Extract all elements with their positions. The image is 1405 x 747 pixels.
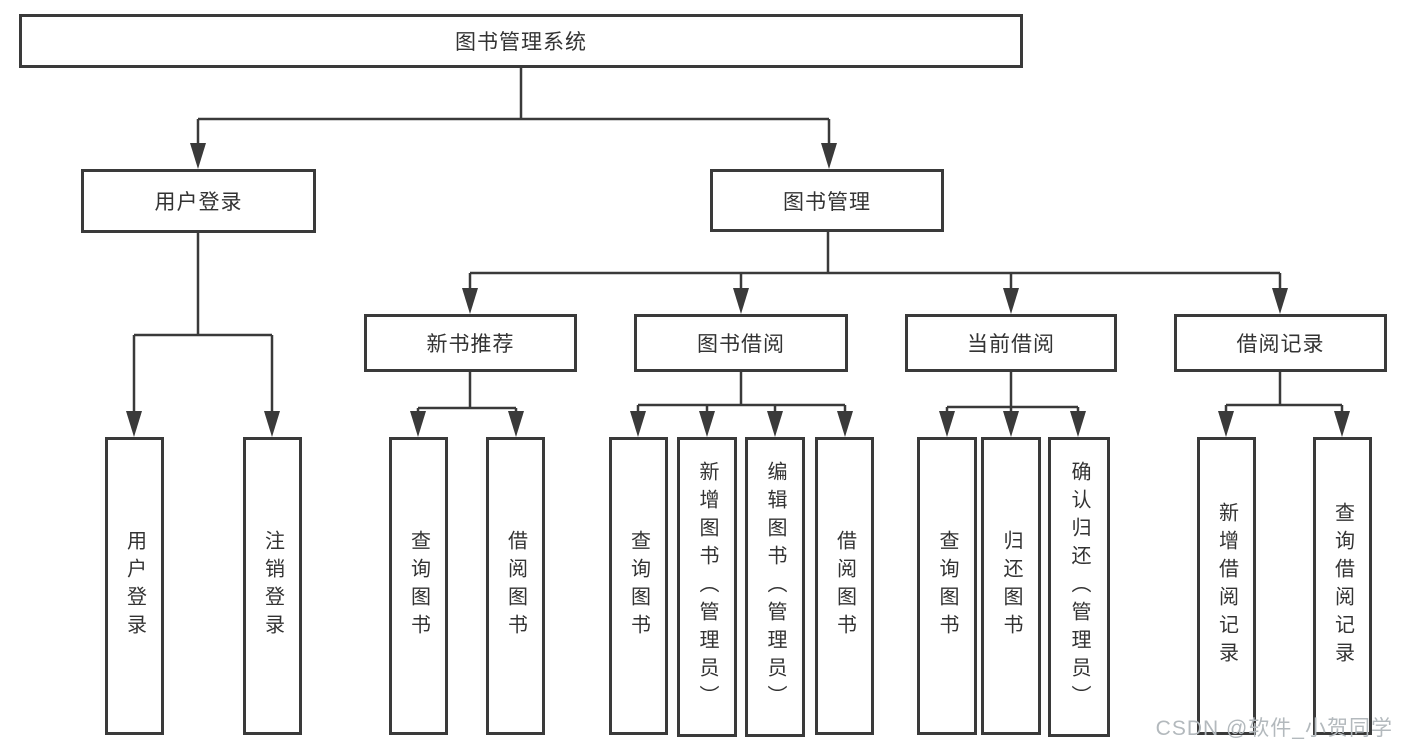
arrowhead (821, 143, 837, 169)
arrowhead (410, 411, 426, 437)
connector-bookmgmt-to-level3 (468, 232, 1282, 290)
leaf-query-books-1: 查询图书 (389, 437, 448, 735)
leaf-edit-books-admin: 编辑图书（管理员） (745, 437, 805, 737)
node-root: 图书管理系统 (19, 14, 1023, 68)
leaf-user-login-label: 用户登录 (123, 530, 146, 642)
node-borrow-records-label: 借阅记录 (1236, 333, 1325, 356)
leaf-query-books-3: 查询图书 (917, 437, 977, 735)
node-book-management-label: 图书管理 (783, 190, 871, 214)
leaf-edit-books-admin-label: 编辑图书（管理员） (764, 461, 786, 713)
arrowhead (733, 288, 749, 314)
leaf-add-books-admin: 新增图书（管理员） (677, 437, 737, 737)
leaf-borrow-books-2: 借阅图书 (815, 437, 874, 735)
arrowhead (630, 411, 646, 437)
connector-borrowrecords-to-leaves (1224, 372, 1344, 413)
arrowhead (699, 411, 715, 437)
arrowhead (508, 411, 524, 437)
arrowhead (1272, 288, 1288, 314)
leaf-query-books-2: 查询图书 (609, 437, 668, 735)
node-borrow-records: 借阅记录 (1174, 314, 1387, 372)
leaf-query-books-1-label: 查询图书 (407, 530, 430, 642)
leaf-return-books: 归还图书 (981, 437, 1041, 735)
leaf-query-borrow-record: 查询借阅记录 (1313, 437, 1372, 735)
leaf-logout: 注销登录 (243, 437, 302, 735)
leaf-return-books-label: 归还图书 (1000, 530, 1022, 642)
leaf-query-borrow-record-label: 查询借阅记录 (1331, 502, 1354, 670)
arrowhead (190, 143, 206, 169)
connector-root-to-level2 (196, 68, 831, 145)
node-book-borrow-label: 图书借阅 (697, 333, 785, 356)
leaf-borrow-books-1: 借阅图书 (486, 437, 545, 735)
leaf-add-borrow-record-label: 新增借阅记录 (1215, 502, 1238, 670)
arrowhead (1003, 288, 1019, 314)
leaf-borrow-books-1-label: 借阅图书 (504, 530, 527, 642)
arrowhead (264, 411, 280, 437)
node-user-login: 用户登录 (81, 169, 316, 233)
node-current-borrow: 当前借阅 (905, 314, 1117, 372)
leaf-add-books-admin-label: 新增图书（管理员） (696, 461, 718, 713)
node-new-book-recommend: 新书推荐 (364, 314, 577, 372)
leaf-confirm-return-admin-label: 确认归还（管理员） (1068, 461, 1090, 713)
arrowhead (1334, 411, 1350, 437)
leaf-confirm-return-admin: 确认归还（管理员） (1048, 437, 1110, 737)
arrowhead (837, 411, 853, 437)
node-book-borrow: 图书借阅 (634, 314, 848, 372)
leaf-query-books-3-label: 查询图书 (936, 530, 958, 642)
node-root-label: 图书管理系统 (455, 31, 587, 54)
csdn-watermark: CSDN @软件_小贺同学 (1155, 717, 1393, 740)
leaf-user-login: 用户登录 (105, 437, 164, 735)
connector-bookborrow-to-leaves (636, 372, 847, 413)
connector-newbooks-to-leaves (416, 372, 518, 413)
leaf-add-borrow-record: 新增借阅记录 (1197, 437, 1256, 735)
leaf-query-books-2-label: 查询图书 (627, 530, 650, 642)
arrowhead (1003, 411, 1019, 437)
arrowhead (462, 288, 478, 314)
leaf-borrow-books-2-label: 借阅图书 (833, 530, 856, 642)
connector-userlogin-to-leaves (132, 233, 274, 413)
arrowhead (1070, 411, 1086, 437)
arrowhead (767, 411, 783, 437)
leaf-logout-label: 注销登录 (261, 530, 284, 642)
arrowhead (1218, 411, 1234, 437)
arrowhead (126, 411, 142, 437)
node-book-management: 图书管理 (710, 169, 944, 232)
connector-currentborrow-to-leaves (945, 372, 1080, 413)
node-current-borrow-label: 当前借阅 (967, 333, 1055, 356)
node-user-login-label: 用户登录 (154, 191, 243, 214)
node-new-book-recommend-label: 新书推荐 (426, 333, 515, 356)
arrowhead (939, 411, 955, 437)
